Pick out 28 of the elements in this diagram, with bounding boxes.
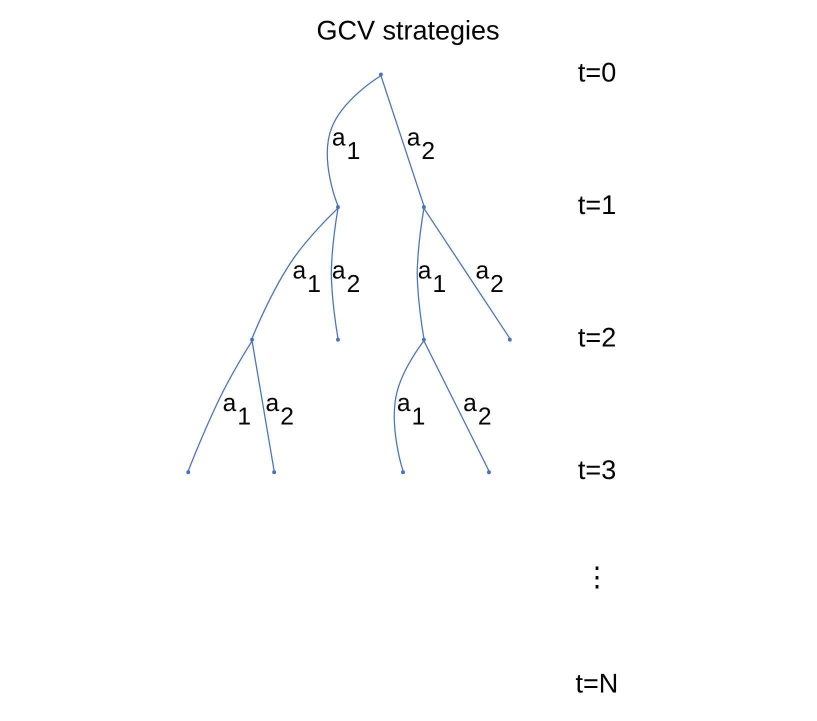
node-point <box>336 205 340 210</box>
connector <box>188 340 252 472</box>
node-point <box>422 338 426 342</box>
label: t=0 <box>578 57 616 88</box>
node-point <box>250 338 254 342</box>
node-point <box>422 205 426 210</box>
connector <box>416 208 424 338</box>
connector <box>326 75 381 206</box>
connector <box>394 340 424 472</box>
diagram-title: GCV strategies <box>316 16 500 46</box>
node-point <box>401 470 405 474</box>
label: ⋮ <box>583 562 610 592</box>
node-point <box>186 470 190 474</box>
node-point <box>336 338 340 342</box>
node-point <box>487 470 491 474</box>
label: t=3 <box>578 455 616 486</box>
label: t=1 <box>578 190 616 220</box>
label: t=2 <box>578 322 616 353</box>
node-point <box>379 72 383 76</box>
connector <box>330 208 339 338</box>
label: t=N <box>575 668 618 699</box>
connector <box>380 76 424 206</box>
node-point <box>272 470 276 474</box>
connector <box>424 340 490 471</box>
connector <box>424 208 510 338</box>
node-point <box>508 338 512 342</box>
connector <box>252 341 275 471</box>
connector <box>252 208 338 338</box>
